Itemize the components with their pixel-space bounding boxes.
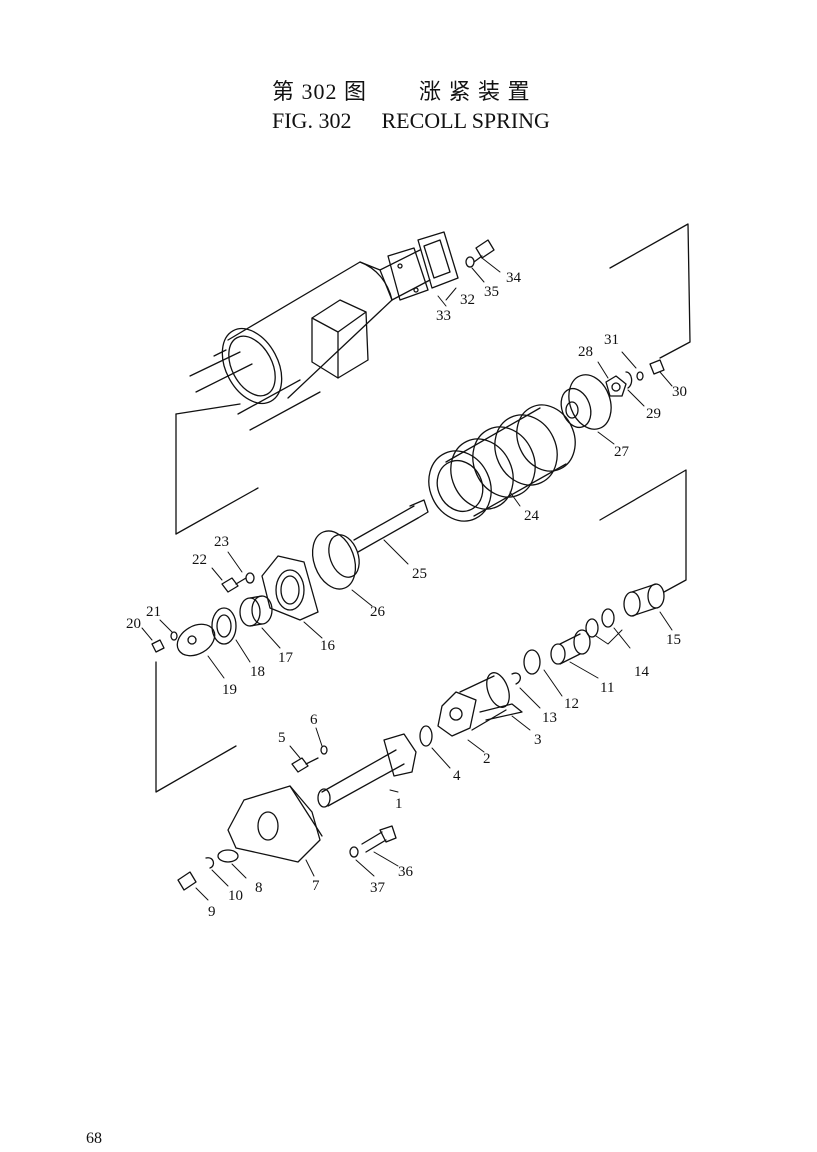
- callout-20: 20: [126, 616, 141, 632]
- bolt-36: [361, 825, 397, 853]
- bearing-18: [211, 607, 237, 645]
- callout-18: 18: [250, 664, 265, 680]
- track-frame-housing: [175, 249, 431, 535]
- sleeve-15: [623, 583, 665, 617]
- callout-29: 29: [646, 406, 661, 422]
- callout-19: 19: [222, 682, 237, 698]
- callout-labels: 1 2 3 4 5 6 7 8 9 10 11 12 13 14 15 16 1…: [126, 270, 687, 920]
- callout-21: 21: [146, 604, 161, 620]
- leader-lines: [141, 257, 673, 901]
- plate-8: [217, 849, 239, 863]
- figure-number-cn: 第 302 图: [272, 79, 368, 104]
- guide-line-top-right: [609, 223, 691, 359]
- bolt-5: [291, 757, 319, 773]
- callout-5: 5: [278, 730, 286, 746]
- figure-title-chinese: 第 302 图 涨 紧 装 置: [272, 74, 531, 106]
- piston-rod-25: [353, 499, 429, 553]
- flange-26: [311, 530, 360, 590]
- callout-16: 16: [320, 638, 336, 654]
- callout-26: 26: [370, 604, 386, 620]
- callout-32: 32: [460, 292, 475, 308]
- snap-ring-13: [511, 672, 521, 685]
- callout-13: 13: [542, 710, 557, 726]
- callout-23: 23: [214, 534, 229, 550]
- callout-22: 22: [192, 552, 207, 568]
- callout-8: 8: [255, 880, 263, 896]
- callout-12: 12: [564, 696, 579, 712]
- bushing-17: [239, 595, 273, 627]
- figure-title-english: FIG. 302 RECOLL SPRING: [272, 108, 550, 134]
- washer-35: [465, 256, 475, 268]
- bolt-30: [649, 359, 665, 375]
- callout-9: 9: [208, 904, 216, 920]
- callout-14: 14: [634, 664, 650, 680]
- washer-21: [170, 631, 178, 641]
- guide-line-middle-right: [599, 469, 687, 593]
- valve-11: [550, 629, 591, 665]
- plate-19: [176, 623, 216, 657]
- bolt-34: [473, 239, 495, 263]
- figure-number-en: FIG. 302: [272, 108, 352, 133]
- callout-4: 4: [453, 768, 461, 784]
- callout-10: 10: [228, 888, 243, 904]
- callout-7: 7: [312, 878, 320, 894]
- cylinder-2: [437, 672, 510, 737]
- cover-32: [417, 231, 459, 289]
- recoil-spring-24: [428, 404, 576, 522]
- seals-14: [585, 608, 615, 638]
- figure-name-en: RECOLL SPRING: [381, 108, 550, 133]
- callout-27: 27: [614, 444, 630, 460]
- cover-plate-33: [387, 247, 429, 301]
- callout-6: 6: [310, 712, 318, 728]
- yoke-7: [227, 785, 323, 863]
- bearing-12: [523, 649, 541, 675]
- bolt-9: [177, 871, 197, 891]
- callout-3: 3: [534, 732, 542, 748]
- washer-6: [320, 745, 328, 755]
- callout-11: 11: [600, 680, 614, 696]
- callout-25: 25: [412, 566, 427, 582]
- callout-28: 28: [578, 344, 593, 360]
- page-number: 68: [86, 1130, 102, 1147]
- callout-34: 34: [506, 270, 522, 286]
- callout-36: 36: [398, 864, 414, 880]
- bolt-22: [221, 577, 247, 593]
- lock-29: [625, 371, 633, 389]
- callout-33: 33: [436, 308, 451, 324]
- guide-line-lower-left: [155, 661, 237, 793]
- o-ring-4: [419, 725, 433, 747]
- spring-seat-27: [560, 374, 612, 430]
- callout-15: 15: [666, 632, 681, 648]
- callout-37: 37: [370, 880, 386, 896]
- callout-2: 2: [483, 751, 491, 767]
- washer-23: [245, 572, 255, 584]
- washer-31: [636, 371, 644, 381]
- figure-name-cn: 涨 紧 装 置: [419, 79, 531, 104]
- grease-fitting-3: [479, 703, 523, 721]
- bolt-20: [151, 639, 165, 653]
- callout-31: 31: [604, 332, 619, 348]
- rod-1: [317, 733, 417, 808]
- callout-35: 35: [484, 284, 499, 300]
- callout-30: 30: [672, 384, 687, 400]
- callout-1: 1: [395, 796, 403, 812]
- bracket-16: [261, 555, 319, 621]
- callout-24: 24: [524, 508, 540, 524]
- callout-17: 17: [278, 650, 294, 666]
- nut-28: [605, 375, 627, 397]
- washer-37: [349, 846, 359, 858]
- lock-washer-10: [205, 857, 215, 869]
